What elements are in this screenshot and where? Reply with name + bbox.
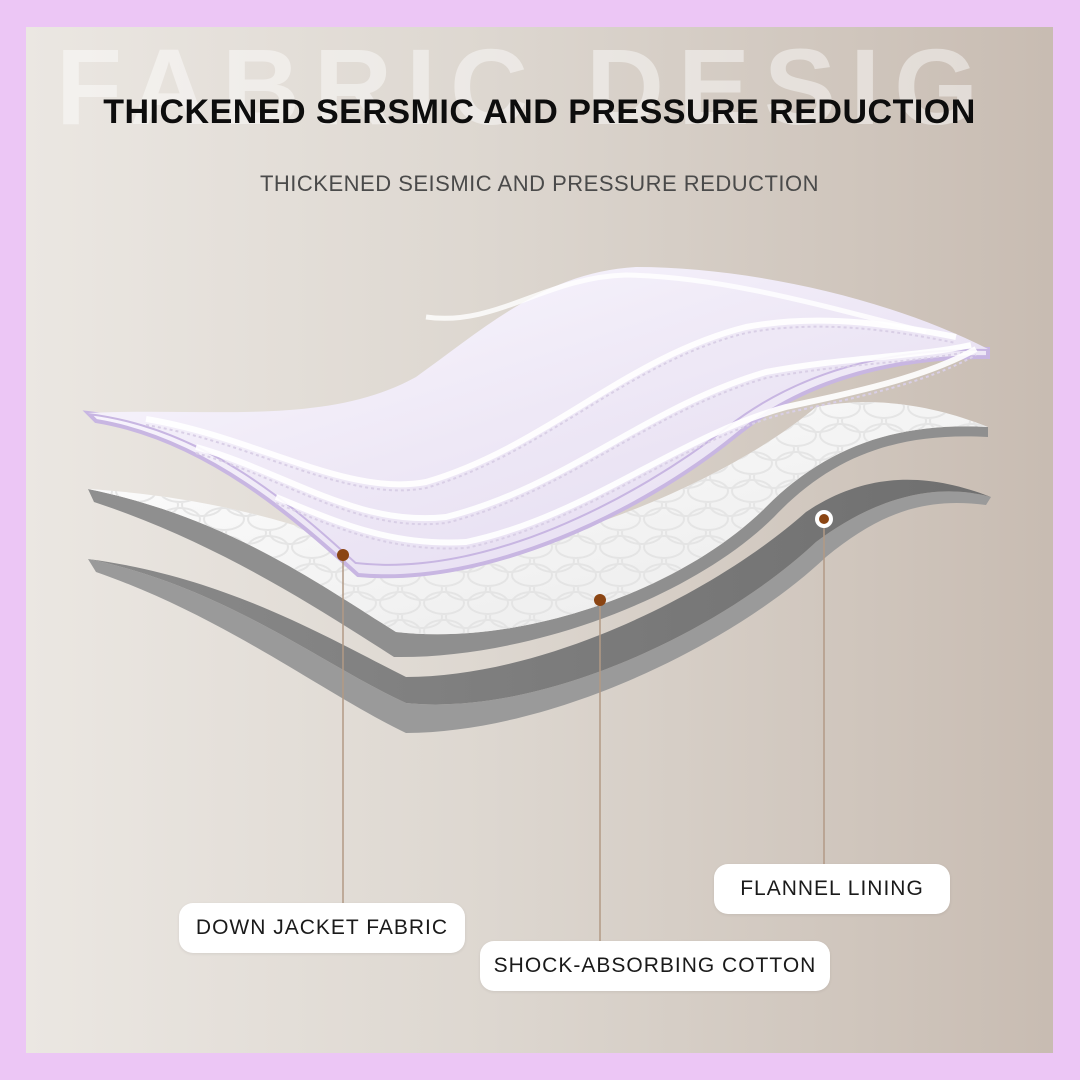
label-down-jacket-fabric: DOWN JACKET FABRIC: [179, 903, 465, 953]
dot-flannel: [819, 514, 829, 524]
label-shock-absorbing-cotton: SHOCK-ABSORBING COTTON: [480, 941, 830, 991]
diagram-panel: FABRIC DESIG THICKENED SERSMIC AND PRESS…: [26, 27, 1053, 1053]
label-flannel-lining: FLANNEL LINING: [714, 864, 950, 914]
dot-down-jacket: [337, 549, 349, 561]
dot-cotton: [594, 594, 606, 606]
